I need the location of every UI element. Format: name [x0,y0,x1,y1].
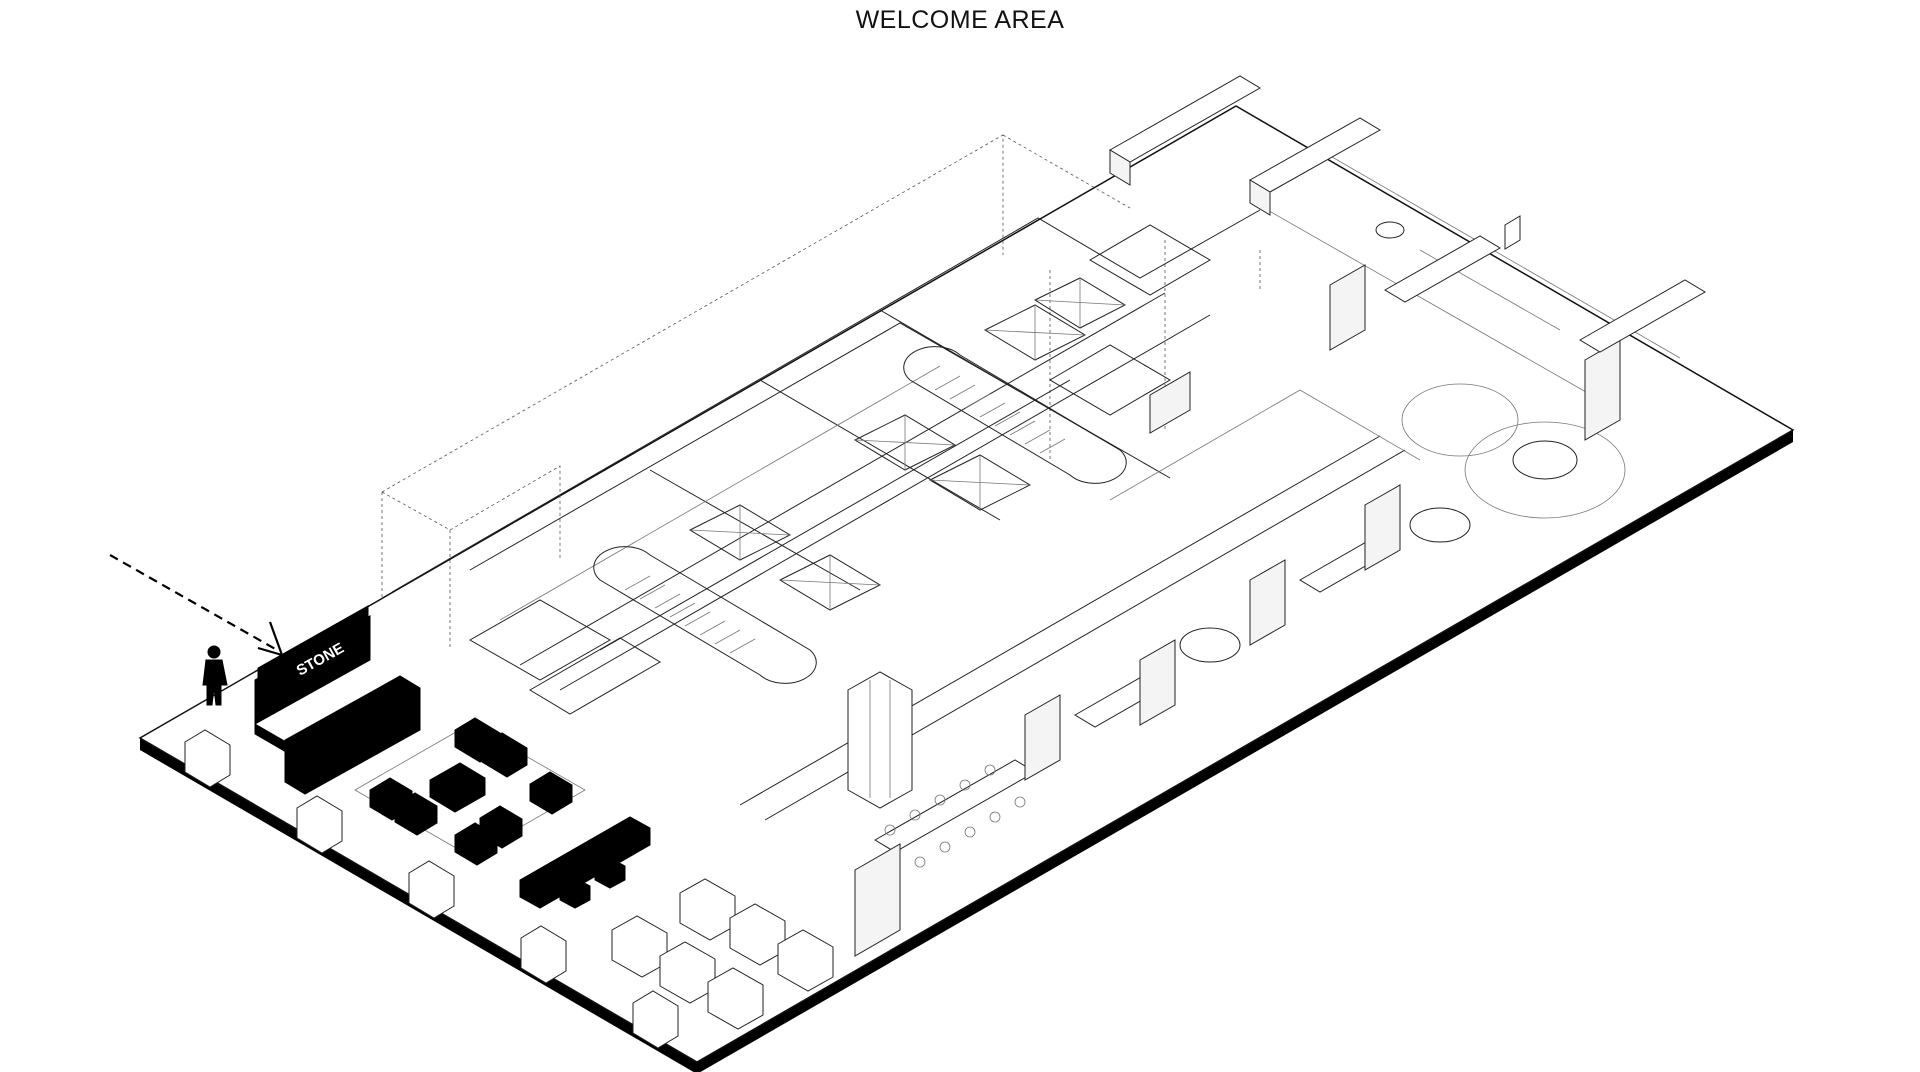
lounge-rug [354,723,586,857]
lift-shafts [688,277,1127,611]
feature-columns [847,671,913,809]
office-bays [1024,215,1706,781]
entrance-arrow [109,554,284,657]
floor-slab-right-edge [697,430,1793,1072]
rug-round-1 [1401,383,1519,457]
stair-upper [903,346,1127,484]
lounge-furniture [369,717,573,866]
diagram-title: WELCOME AREA [855,6,1065,34]
washrooms [468,224,1211,715]
display-plinths [184,729,834,1049]
core-walls [391,149,1681,821]
rug-round-2 [1464,421,1626,519]
welcome-desk [254,615,421,795]
person-silhouette [202,645,228,706]
open-desks [1109,75,1405,239]
floor-plate [138,105,1795,1063]
stair-lower [593,546,817,684]
bar-counter [519,816,651,909]
